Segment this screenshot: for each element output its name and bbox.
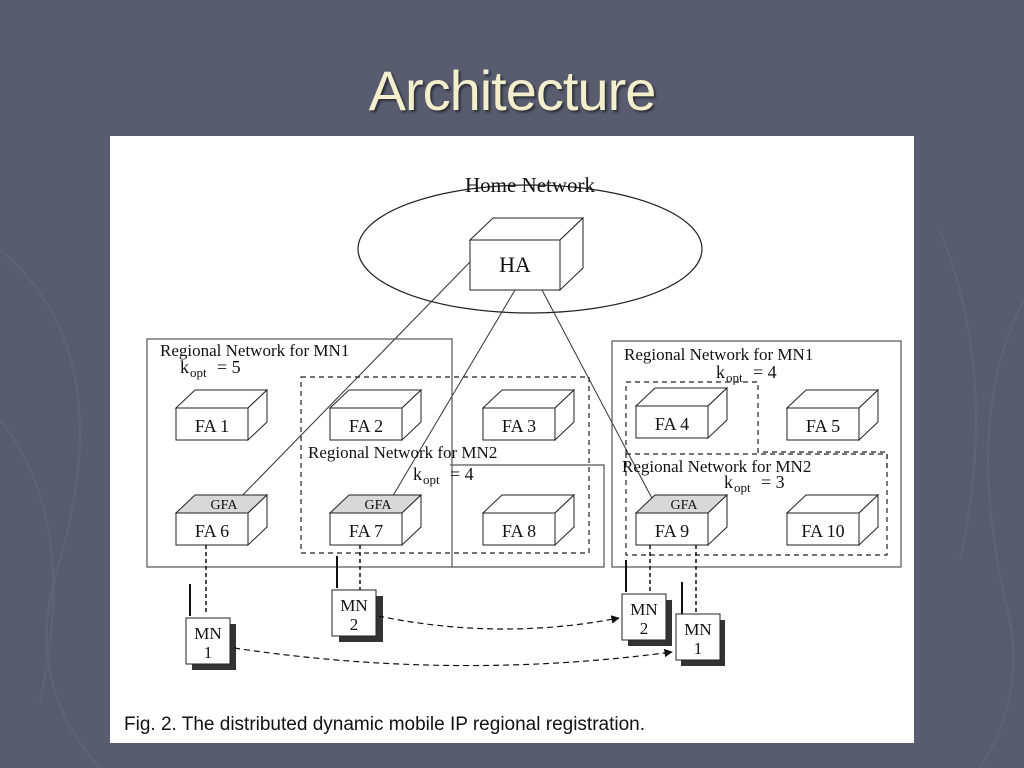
fa7-node: GFA FA 7 (328, 493, 423, 547)
svg-text:2: 2 (640, 619, 649, 638)
architecture-diagram: Home Network HA Regional Network for MN1… (146, 173, 902, 670)
gfa-label: GFA (211, 498, 239, 513)
region-center-mn2 (300, 376, 590, 554)
svg-text:FA 4: FA 4 (655, 414, 689, 434)
mn1-left-node: MN 1 (185, 584, 236, 670)
svg-text:1: 1 (694, 639, 703, 658)
region-left-mn1 (146, 338, 453, 568)
svg-text:FA 1: FA 1 (195, 416, 229, 436)
svg-text:FA 10: FA 10 (801, 521, 844, 541)
gfa-label: GFA (671, 498, 699, 513)
svg-text:FA 7: FA 7 (349, 521, 383, 541)
fa6-node: GFA FA 6 (174, 493, 269, 547)
svg-text:k: k (413, 464, 422, 484)
fa9-node: GFA FA 9 (634, 493, 729, 547)
region-center-mn2-kopt: k opt = 4 (413, 464, 474, 487)
figure-caption: Fig. 2. The distributed dynamic mobile I… (124, 714, 646, 735)
svg-text:FA 2: FA 2 (349, 416, 383, 436)
mn1-move-arrow (233, 647, 673, 667)
home-network-label: Home Network (465, 173, 596, 197)
ha-links (233, 261, 656, 505)
svg-text:opt: opt (734, 480, 751, 495)
fa10-node: FA 10 (785, 493, 880, 547)
svg-text:= 5: = 5 (217, 357, 241, 377)
svg-text:MN: MN (194, 624, 221, 643)
svg-text:k: k (724, 472, 733, 492)
region-left-mn1-title: Regional Network for MN1 (160, 341, 349, 360)
region-center-mn2-title: Regional Network for MN2 (308, 443, 497, 462)
ha-node: HA (468, 216, 585, 292)
region-center-boundary (450, 464, 605, 568)
region-right-mn1-title: Regional Network for MN1 (624, 345, 813, 364)
svg-text:opt: opt (423, 472, 440, 487)
svg-text:k: k (180, 357, 189, 377)
architecture-figure: Home Network HA Regional Network for MN1… (110, 136, 914, 743)
gfa-label: GFA (365, 498, 393, 513)
mn2-right-node: MN 2 (621, 560, 672, 646)
svg-text:FA 6: FA 6 (195, 521, 229, 541)
svg-text:FA 9: FA 9 (655, 521, 689, 541)
home-network-ellipse (357, 184, 703, 314)
fa3-node: FA 3 (481, 388, 576, 442)
region-right-mn2 (625, 453, 888, 556)
svg-text:MN: MN (630, 600, 657, 619)
region-right-mn1 (611, 340, 902, 568)
svg-text:MN: MN (684, 620, 711, 639)
fa4-node: FA 4 (634, 386, 729, 440)
fa2-node: FA 2 (328, 388, 423, 442)
svg-text:= 3: = 3 (761, 472, 785, 492)
mn1-right-node: MN 1 (675, 582, 725, 666)
svg-text:opt: opt (726, 370, 743, 385)
svg-text:= 4: = 4 (753, 362, 777, 382)
svg-text:HA: HA (499, 252, 531, 277)
svg-text:opt: opt (190, 365, 207, 380)
svg-text:FA 5: FA 5 (806, 416, 840, 436)
mn2-move-arrow (377, 615, 620, 630)
region-right-mn1-kopt: k opt = 4 (716, 362, 777, 385)
svg-text:= 4: = 4 (450, 464, 474, 484)
svg-text:2: 2 (350, 615, 359, 634)
region-right-mn2-kopt: k opt = 3 (724, 472, 785, 495)
fa8-node: FA 8 (481, 493, 576, 547)
fa5-node: FA 5 (785, 388, 880, 442)
mn2-left-node: MN 2 (331, 556, 383, 642)
svg-text:MN: MN (340, 596, 367, 615)
region-right-mn2-title: Regional Network for MN2 (622, 457, 811, 476)
attachment-lines (205, 545, 697, 614)
svg-text:1: 1 (204, 643, 213, 662)
svg-text:k: k (716, 362, 725, 382)
slide-title: Architecture (368, 59, 657, 122)
fa1-node: FA 1 (174, 388, 269, 442)
svg-text:FA 3: FA 3 (502, 416, 536, 436)
region-left-mn1-kopt: k opt = 5 (180, 357, 241, 380)
svg-text:FA 8: FA 8 (502, 521, 536, 541)
